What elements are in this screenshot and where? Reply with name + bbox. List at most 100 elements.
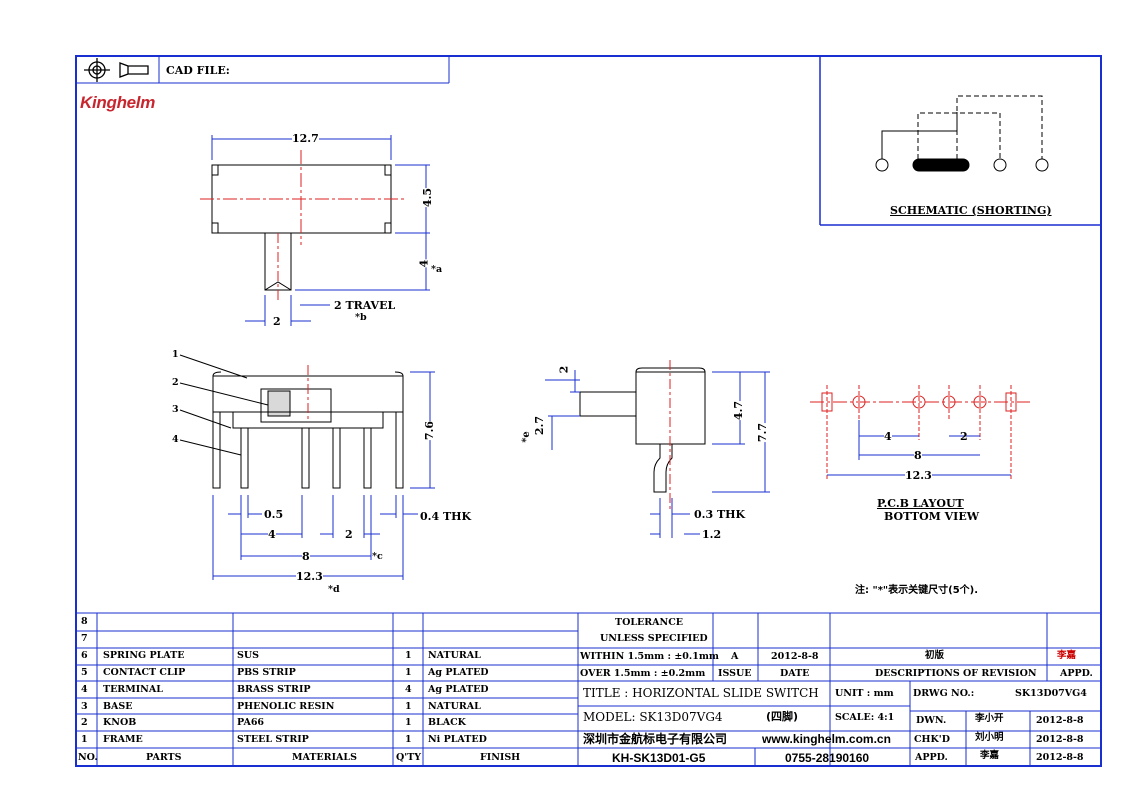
company-logo: Kinghelm: [80, 93, 156, 112]
header-box: [75, 55, 450, 84]
drawing-title: TITLE : HORIZONTAL SLIDE SWITCH: [583, 686, 819, 700]
callout-3: 3: [172, 404, 179, 415]
side-view: [545, 360, 770, 538]
front-dim-pin: 0.5: [264, 508, 284, 521]
top-dim-height: 4.5: [421, 187, 435, 208]
pcb-layout: [810, 385, 1030, 480]
top-label-b: *b: [355, 312, 367, 323]
bom-material: PA66: [237, 717, 265, 728]
bom-finish: BLACK: [428, 717, 466, 728]
front-label-d: *d: [328, 584, 340, 595]
bom-qty: 4: [405, 684, 412, 695]
side-dim-12: 1.2: [702, 528, 722, 541]
issue-value: A: [731, 651, 739, 662]
drawing-number-label: DRWG NO.:: [913, 688, 975, 699]
tolerance-subheading: UNLESS SPECIFIED: [600, 633, 708, 644]
front-dim-height: 7.6: [423, 420, 437, 441]
side-dim-77: 7.7: [756, 422, 770, 443]
top-travel: 2 TRAVEL: [334, 299, 396, 312]
bom-material: PHENOLIC RESIN: [237, 701, 335, 712]
bom-part: CONTACT CLIP: [103, 667, 186, 678]
schematic-box: [819, 55, 1102, 226]
callout-2: 2: [172, 377, 179, 388]
unit: UNIT : mm: [835, 688, 894, 699]
tolerance-heading: TOLERANCE: [615, 617, 684, 628]
approved2-label: APPD.: [915, 752, 948, 763]
bom-part: FRAME: [103, 734, 143, 745]
revision-label: DESCRIPTIONS OF REVISION: [875, 668, 1037, 679]
bom-header-no: NO.: [78, 752, 98, 763]
company-website: www.kinghelm.com.cn: [762, 732, 891, 746]
bom-header-parts: PARTS: [146, 752, 182, 763]
bom-material: PBS STRIP: [237, 667, 296, 678]
issue-label: ISSUE: [718, 668, 752, 679]
checked-name: 刘小明: [975, 732, 1004, 743]
top-dim-knob: 2: [273, 315, 281, 328]
top-dim-length: 12.7: [292, 132, 319, 145]
bom-finish: NATURAL: [428, 650, 481, 661]
bom-no: 6: [81, 650, 88, 661]
side-dim-47: 4.7: [732, 400, 746, 421]
pcb-dim-2: 2: [960, 430, 968, 443]
front-dim-gap: 2: [345, 528, 353, 541]
front-view: [179, 354, 435, 580]
top-view: [200, 135, 430, 326]
bom-no: 7: [81, 633, 88, 644]
projection-symbol-icon: [84, 58, 149, 82]
callout-1: 1: [172, 349, 179, 360]
date-label: DATE: [780, 668, 810, 679]
pcb-dim-123: 12.3: [905, 469, 932, 482]
tolerance-within: WITHIN 1.5mm : ±0.1mm: [580, 651, 719, 662]
bom-no: 5: [81, 667, 88, 678]
checked-date: 2012-8-8: [1036, 734, 1084, 745]
drawn-name: 李小开: [975, 713, 1004, 724]
company-name: 深圳市金航标电子有限公司: [583, 732, 728, 746]
checked-label: CHK'D: [914, 734, 950, 745]
company-phone: 0755-28190160: [785, 751, 870, 765]
bom-header-materials: MATERIALS: [292, 752, 357, 763]
cad-file-label: CAD FILE:: [166, 64, 230, 77]
bom-qty: 1: [405, 667, 412, 678]
front-dim-total: 12.3: [296, 570, 323, 583]
approved-value: 李嘉: [1057, 650, 1077, 661]
schematic-caption: SCHEMATIC (SHORTING): [890, 204, 1052, 217]
bom-qty: 1: [405, 717, 412, 728]
bom-header-finish: FINISH: [480, 752, 521, 763]
top-dim-a: 4: [417, 259, 431, 268]
pcb-dim-4: 4: [884, 430, 892, 443]
top-label-a: *a: [431, 264, 443, 275]
bom-qty: 1: [405, 701, 412, 712]
date-value: 2012-8-8: [771, 651, 819, 662]
pcb-dim-8: 8: [914, 449, 922, 462]
schematic-diagram: [875, 95, 1049, 172]
bom-material: BRASS STRIP: [237, 684, 311, 695]
drawing-number: SK13D07VG4: [1015, 688, 1087, 699]
revision-value: 初版: [925, 650, 945, 661]
bom-no: 4: [81, 684, 88, 695]
approved-label: APPD.: [1060, 668, 1093, 679]
bom-part: KNOB: [103, 717, 137, 728]
bom-no: 2: [81, 717, 88, 728]
front-label-c: *c: [372, 551, 383, 562]
side-dim-27: 2.7: [533, 415, 547, 436]
bom-no: 1: [81, 734, 88, 745]
bom-material: STEEL STRIP: [237, 734, 309, 745]
bom-finish: NATURAL: [428, 701, 481, 712]
table-grid: [75, 612, 1102, 767]
pcb-caption-2: BOTTOM VIEW: [884, 510, 980, 523]
bom-part: BASE: [103, 701, 133, 712]
bom-material: SUS: [237, 650, 260, 661]
bom-qty: 1: [405, 734, 412, 745]
drawn-date: 2012-8-8: [1036, 715, 1084, 726]
bom-finish: Ag PLATED: [428, 667, 489, 678]
side-dim-thk: 0.3 THK: [694, 508, 746, 521]
callout-4: 4: [172, 434, 179, 445]
model-number: MODEL: SK13D07VG4: [583, 710, 723, 724]
model-note: (四脚): [766, 710, 799, 723]
tolerance-over: OVER 1.5mm : ±0.2mm: [580, 668, 706, 679]
bom-qty: 1: [405, 650, 412, 661]
side-dim-top: 2: [557, 365, 571, 374]
document-code: KH-SK13D01-G5: [612, 751, 706, 765]
front-dim-pitch: 4: [268, 528, 276, 541]
bom-no: 8: [81, 616, 88, 627]
